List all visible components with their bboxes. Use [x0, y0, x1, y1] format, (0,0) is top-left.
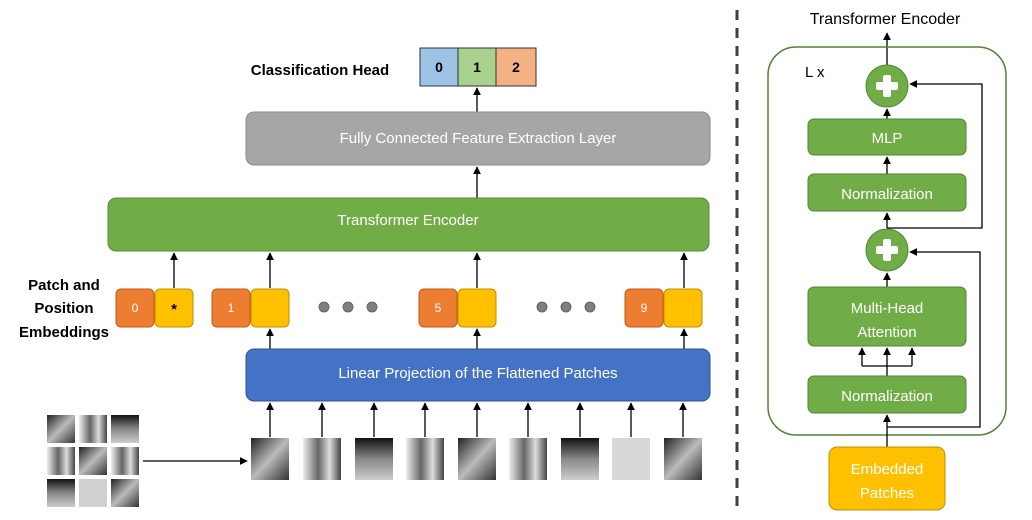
residual-add-icon-bottom	[865, 228, 909, 272]
svg-text:Normalization: Normalization	[841, 388, 933, 405]
patch-embedding-9	[663, 288, 703, 328]
residual-add-icon-top	[865, 64, 909, 108]
xray-patch-6	[509, 438, 547, 480]
patch-embedding-5	[457, 288, 497, 328]
ellipsis-dots-2	[536, 301, 596, 313]
svg-text:0: 0	[435, 59, 443, 75]
position-embedding-1	[211, 288, 251, 328]
svg-text:2: 2	[512, 59, 520, 75]
position-embedding-9	[624, 288, 664, 328]
class-0-cell: 0	[419, 47, 459, 87]
xray-patch-4	[406, 438, 444, 480]
embeddings-label: Patch and Position Embeddings	[19, 277, 109, 341]
patch-embedding-1	[250, 288, 290, 328]
class-token	[154, 288, 194, 328]
svg-text:0: 0	[132, 301, 139, 315]
token-pair-5: 5	[418, 288, 497, 328]
token-to-encoder-arrows	[170, 252, 688, 288]
token-pair-1: 1	[211, 288, 290, 328]
qkv-arrows	[858, 347, 916, 376]
svg-text:Patches: Patches	[860, 485, 914, 502]
residual-skip-connections	[887, 80, 983, 428]
svg-text:Embeddings: Embeddings	[19, 324, 109, 341]
xray-patch-8	[612, 438, 650, 480]
position-embedding-5	[418, 288, 458, 328]
normalization-top-block: Normalization	[807, 173, 967, 212]
flattened-patch-sequence	[251, 438, 702, 480]
svg-text:9: 9	[641, 301, 648, 315]
svg-text:Embedded: Embedded	[851, 461, 924, 478]
linear-projection-block: Linear Projection of the Flattened Patch…	[245, 348, 711, 402]
svg-text:5: 5	[435, 301, 442, 315]
svg-text:Attention: Attention	[857, 324, 916, 341]
patch-to-projection-arrows	[266, 402, 687, 437]
token-pair-0: 0 *	[115, 288, 194, 328]
classification-head-label: Classification Head	[251, 62, 389, 79]
projection-to-token-arrows	[266, 328, 688, 349]
svg-text:1: 1	[228, 301, 235, 315]
embedded-patches-input: Embedded Patches	[828, 446, 946, 511]
repeat-label: L x	[805, 64, 825, 81]
svg-text:Position: Position	[34, 300, 93, 317]
svg-text:1: 1	[473, 59, 481, 75]
ellipsis-dots-1	[318, 301, 378, 313]
normalization-bottom-block: Normalization	[807, 375, 967, 414]
xray-patch-1	[251, 438, 289, 480]
token-pair-9: 9	[624, 288, 703, 328]
transformer-encoder-block: Transformer Encoder	[107, 197, 710, 252]
svg-text:Normalization: Normalization	[841, 186, 933, 203]
class-1-cell: 1	[457, 47, 497, 87]
encoder-detail-title: Transformer Encoder	[810, 11, 961, 28]
xray-patch-2	[303, 438, 341, 480]
xray-image-grid	[47, 415, 139, 507]
class-2-cell: 2	[495, 47, 537, 87]
svg-text:MLP: MLP	[872, 130, 903, 147]
fc-layer-label: Fully Connected Feature Extraction Layer	[340, 130, 617, 147]
classification-head: Classification Head 0 1 2	[251, 47, 537, 87]
fc-layer: Fully Connected Feature Extraction Layer	[245, 111, 711, 166]
linear-projection-label: Linear Projection of the Flattened Patch…	[338, 365, 617, 382]
mlp-block: MLP	[807, 118, 967, 156]
xray-patch-9	[664, 438, 702, 480]
xray-patch-7	[561, 438, 599, 480]
transformer-encoder-label: Transformer Encoder	[337, 212, 478, 229]
svg-text:Patch and: Patch and	[28, 277, 100, 294]
xray-patch-5	[458, 438, 496, 480]
multi-head-attention-block: Multi-Head Attention	[807, 286, 967, 347]
position-embedding-0	[115, 288, 155, 328]
svg-text:*: *	[171, 301, 177, 318]
xray-patch-3	[355, 438, 393, 480]
svg-text:Multi-Head: Multi-Head	[851, 300, 924, 317]
